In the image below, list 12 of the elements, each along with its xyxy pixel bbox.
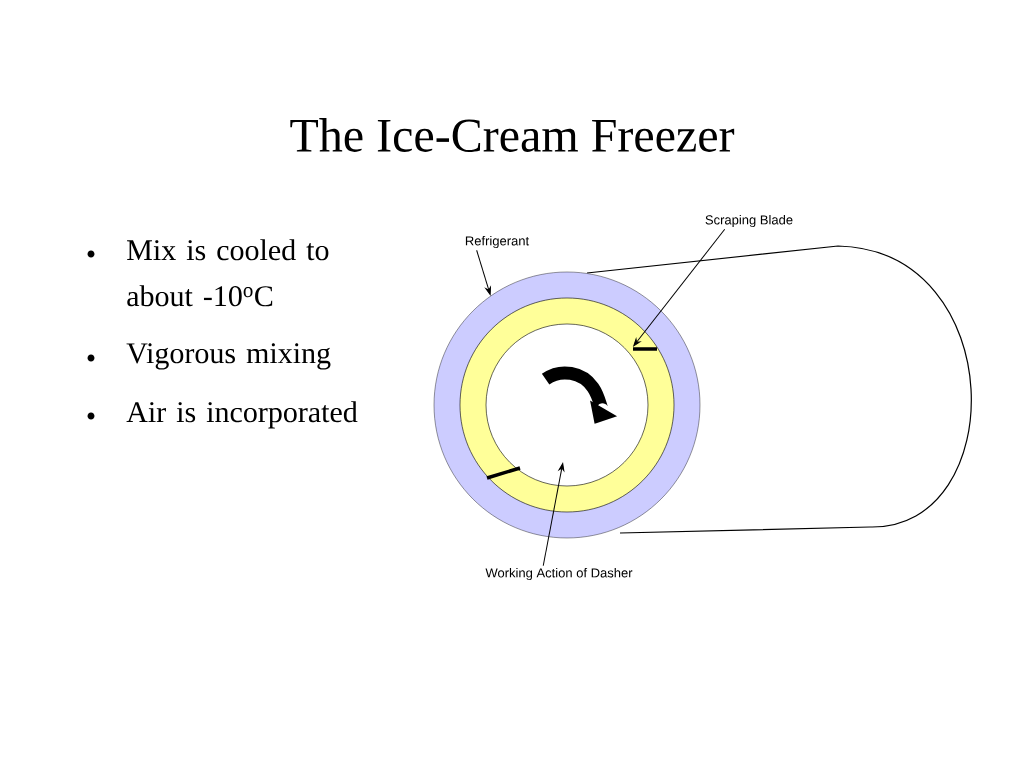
callout-label: Refrigerant (465, 235, 530, 249)
leader-line (542, 463, 565, 567)
callout-label: Working Action of Dasher (485, 567, 633, 581)
title: The Ice-Cream Freezer (290, 118, 735, 152)
bullet-text: Vigorous mixing (126, 343, 331, 370)
leader-line (633, 228, 726, 347)
callout-label: Scraping Blade (705, 214, 793, 228)
scraping-blade (633, 347, 657, 351)
freezer-ring (433, 271, 701, 539)
bullet-text: Mix is cooled to about -10$^{o}$C (127, 239, 329, 307)
leader-line (476, 249, 491, 295)
bullet-text: Air is incorporated (126, 401, 358, 429)
